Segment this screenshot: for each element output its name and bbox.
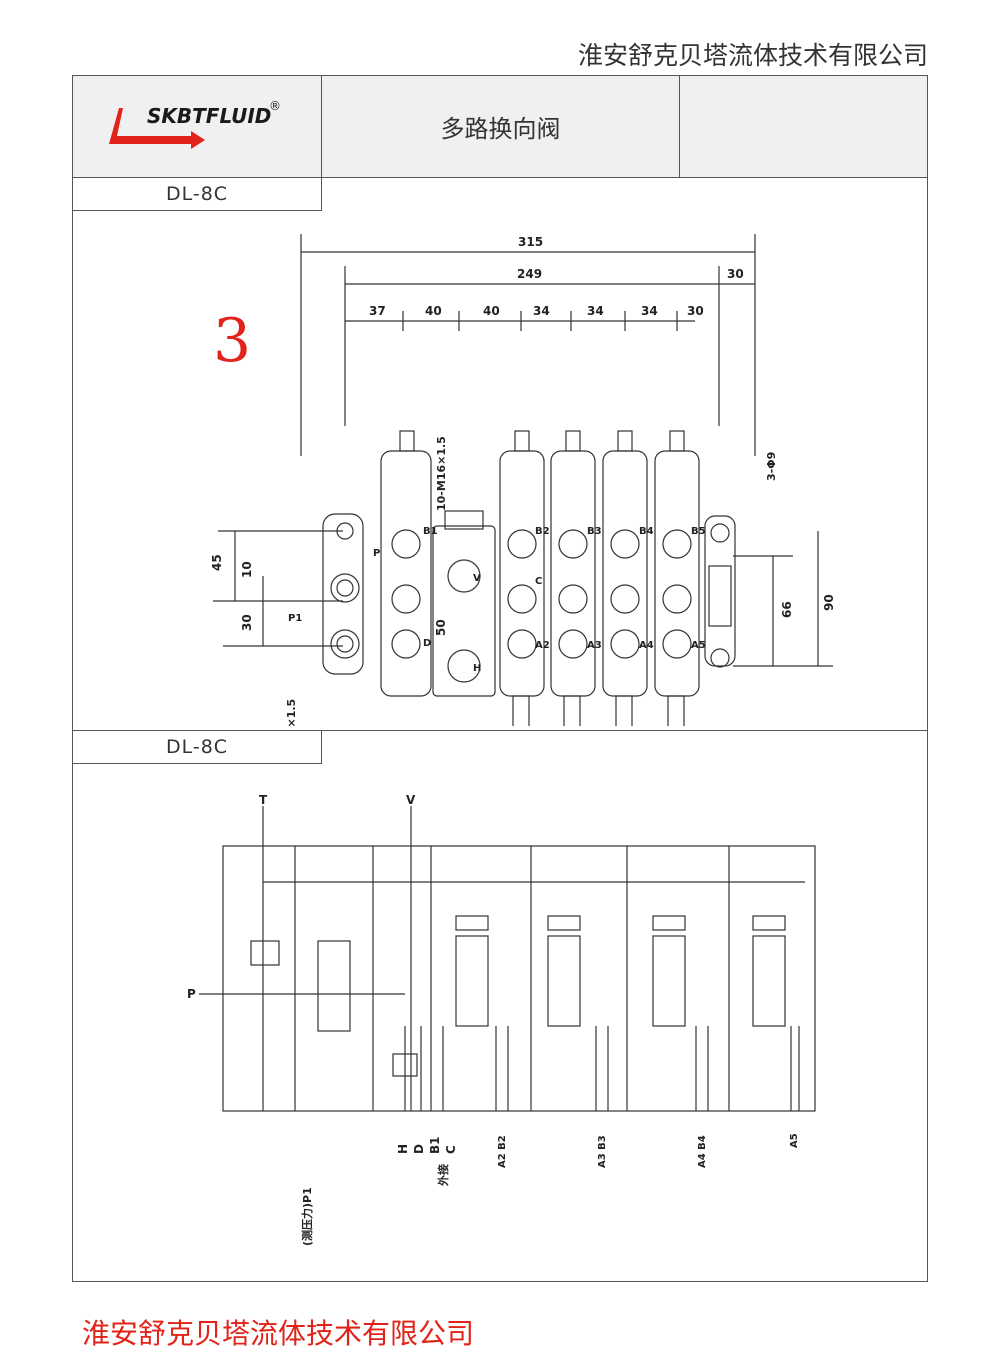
schematic-ports-2: A2 B2 (497, 1135, 508, 1168)
header-blank-cell (680, 76, 927, 177)
dim-left-45: 45 (210, 554, 224, 571)
dim-seg-1: 37 (369, 304, 386, 318)
note-thread-bottom: 4-M22×1.5 (285, 699, 298, 726)
port-A3: A3 (587, 640, 602, 651)
model-label-bottom: DL-8C (73, 730, 322, 764)
schematic-ports-4: A4 B4 (697, 1135, 708, 1168)
schematic-label-p1: (测压力)P1 (300, 1187, 314, 1246)
dim-left-10: 10 (240, 561, 254, 578)
header-row: SKBTFLUID ® 多路换向阀 (73, 76, 927, 178)
section-divider (73, 730, 927, 731)
dim-right-90: 90 (822, 594, 836, 611)
hydraulic-schematic: T V P (测压力)P1 H D B1 C 外接 A2 B2 A3 B3 A4… (187, 793, 816, 1246)
spool-section-1 (499, 430, 545, 726)
schematic-label-V: V (406, 793, 416, 807)
document-title: 多路换向阀 (322, 76, 680, 177)
port-C: C (535, 576, 542, 587)
logo-text: SKBTFLUID (147, 104, 271, 128)
port-P: P (373, 548, 380, 559)
spool-section-4 (654, 430, 700, 726)
port-A4: A4 (639, 640, 654, 651)
company-name-footer: 淮安舒克贝塔流体技术有限公司 (82, 1317, 475, 1350)
logo-arrow-shape (109, 108, 205, 149)
logo-registered-mark: ® (269, 99, 281, 113)
port-P1: P1 (288, 613, 302, 624)
port-B2: B2 (535, 526, 550, 537)
dim-end-width: 30 (727, 267, 744, 281)
note-hole: 3-Φ9 (765, 452, 778, 481)
dim-right-66: 66 (780, 601, 794, 618)
dim-total-width: 315 (518, 235, 543, 249)
schematic-ports-5: A5 (789, 1133, 800, 1148)
note-thread-top: 10-M16×1.5 (435, 436, 448, 511)
schematic-label-B1: B1 (428, 1137, 442, 1155)
dim-seg-4: 34 (533, 304, 550, 318)
model-label-top: DL-8C (73, 177, 322, 211)
schematic-label-T: T (259, 793, 268, 807)
dim-seg-6: 34 (641, 304, 658, 318)
dim-seg-7: 30 (687, 304, 704, 318)
dim-center-50: 50 (434, 619, 448, 636)
section-number: 3 (213, 306, 252, 376)
company-name-header: 淮安舒克贝塔流体技术有限公司 (577, 41, 928, 70)
port-A2: A2 (535, 640, 550, 651)
port-V: V (473, 573, 481, 584)
skbtfluid-logo: SKBTFLUID ® (109, 99, 281, 149)
logo-cell: SKBTFLUID ® (73, 76, 322, 177)
port-B5: B5 (691, 526, 706, 537)
dim-seg-5: 34 (587, 304, 604, 318)
spool-section-2 (550, 430, 596, 726)
port-H: H (473, 663, 481, 674)
schematic-ports-3: A3 B3 (597, 1135, 608, 1168)
valve-outline-drawing: 315 249 30 37 40 40 34 34 34 30 45 10 30… (210, 234, 836, 726)
port-B3: B3 (587, 526, 602, 537)
port-D: D (423, 638, 431, 649)
spool-section-3 (602, 430, 648, 726)
schematic-label-C: C (444, 1145, 458, 1154)
schematic-label-P: P (187, 987, 196, 1001)
dim-left-30: 30 (240, 614, 254, 631)
schematic-label-H: H (396, 1144, 410, 1154)
dim-seg-2: 40 (425, 304, 442, 318)
port-A5: A5 (691, 640, 706, 651)
schematic-label-waijie: 外接 (436, 1164, 450, 1187)
dim-seg-3: 40 (483, 304, 500, 318)
spec-sheet: SKBTFLUID ® 多路换向阀 DL-8C 3 (72, 75, 928, 1282)
port-B1: B1 (423, 526, 438, 537)
port-B4: B4 (639, 526, 654, 537)
dim-inner-width: 249 (517, 267, 542, 281)
schematic-label-D: D (412, 1144, 426, 1154)
